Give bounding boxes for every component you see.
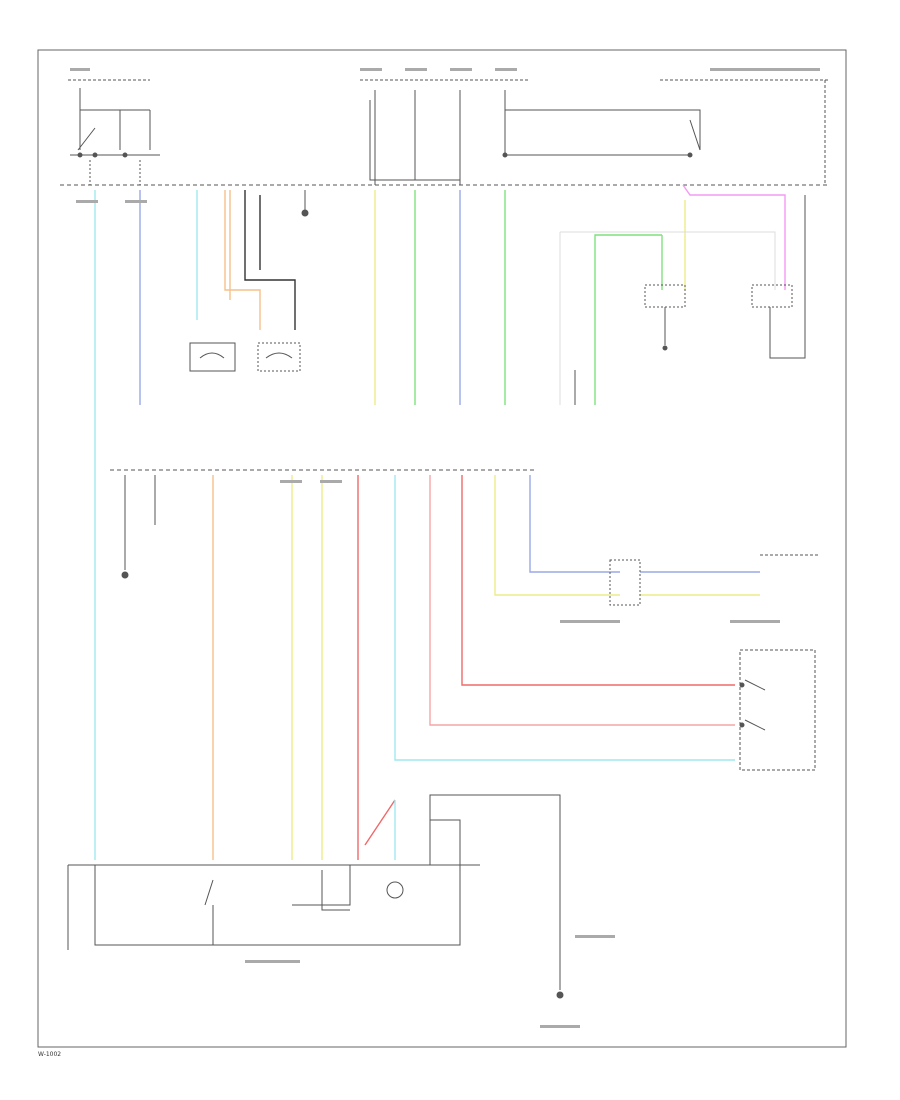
footer-code: W-1002 <box>38 1051 61 1058</box>
right-top-wires <box>559 184 786 405</box>
lower-wires <box>212 475 760 860</box>
right-top-components <box>574 195 806 405</box>
label-specks <box>70 68 820 1028</box>
wire-blue-lower <box>529 475 760 573</box>
wire-red-lower <box>461 475 735 686</box>
left-wires <box>94 190 296 860</box>
headlamp-switch-assembly <box>67 794 564 999</box>
wire-light-blue-lower <box>394 475 735 761</box>
wire-orange-1 <box>224 190 261 330</box>
right-modules <box>609 554 820 771</box>
fuse-block-group <box>60 79 830 186</box>
wire-light-red-lower <box>429 475 735 726</box>
wire-pink <box>682 184 786 290</box>
wire-gray-right <box>560 231 776 290</box>
wire-black-1 <box>244 190 296 330</box>
wire-yellow-lower <box>494 475 760 596</box>
center-wires <box>374 190 506 405</box>
wire-red-diag <box>364 799 396 846</box>
wire-green-right <box>594 234 662 405</box>
middle-connector-row <box>110 469 535 579</box>
diagram-frame <box>37 49 847 1048</box>
left-components <box>189 190 309 372</box>
